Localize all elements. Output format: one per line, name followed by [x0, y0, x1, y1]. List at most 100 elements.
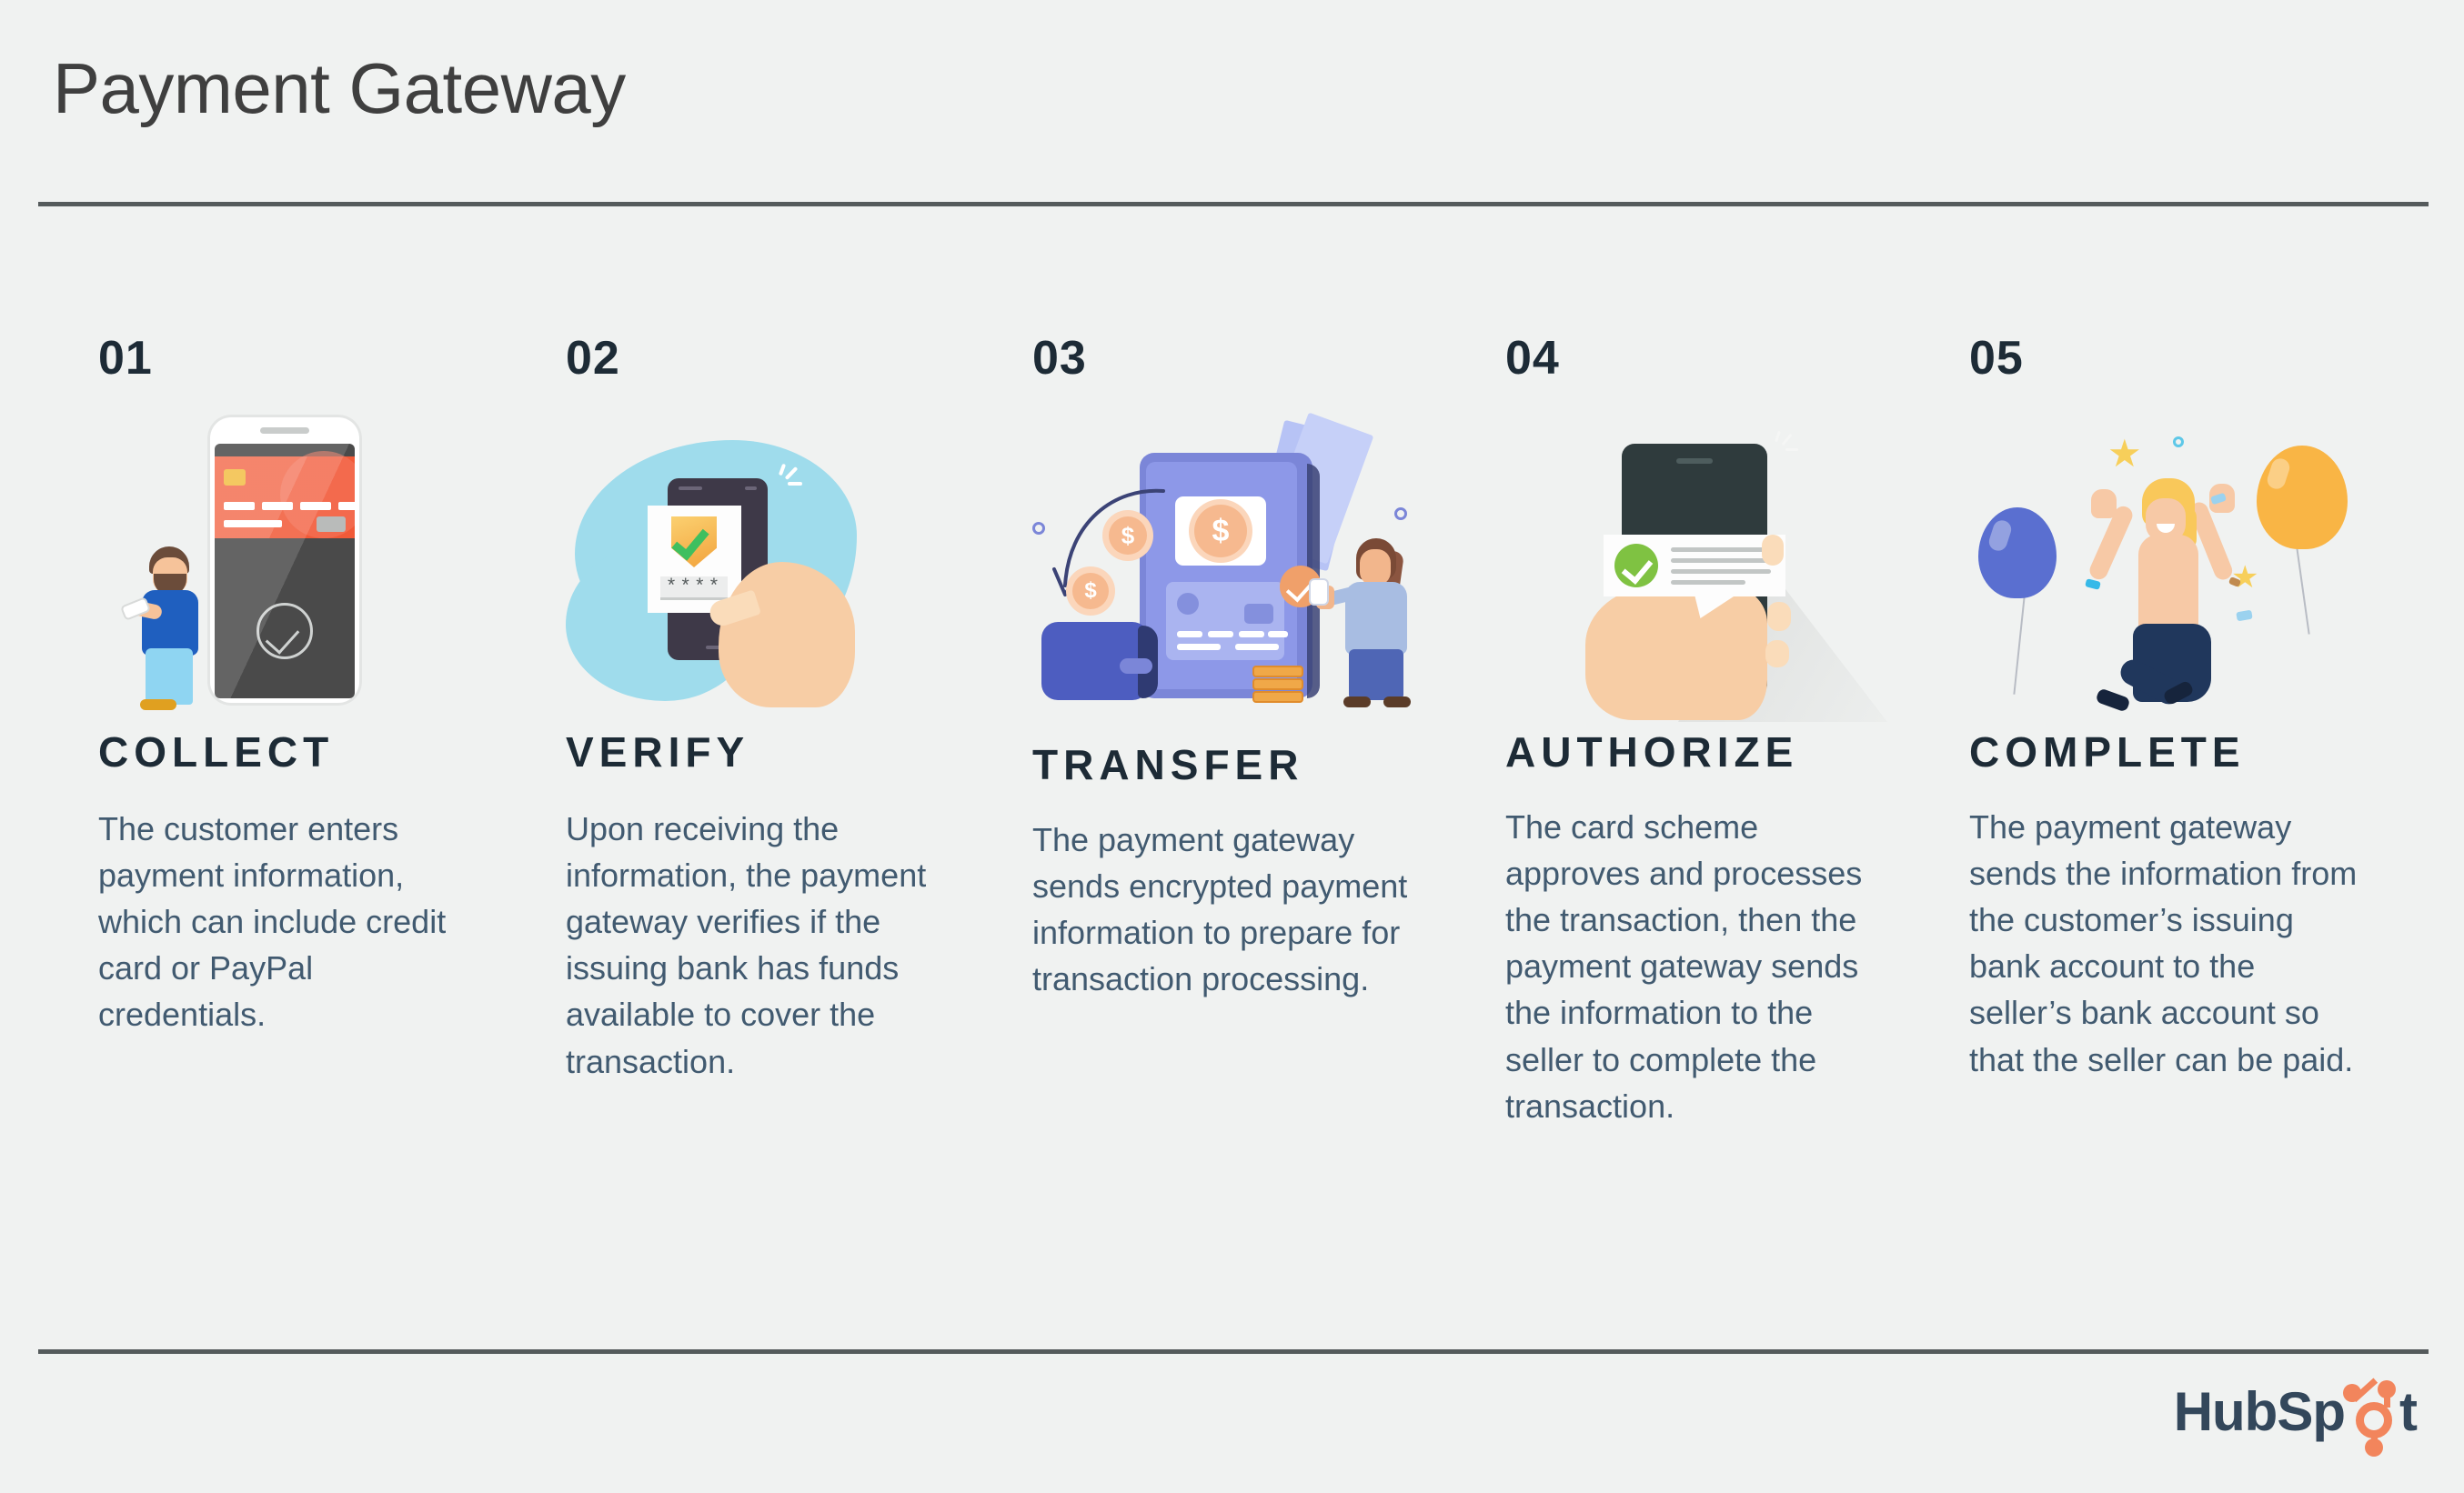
- card-logo-box: [317, 516, 346, 532]
- approved-check-icon: [1614, 544, 1658, 587]
- balloon-string: [2013, 596, 2026, 695]
- step-number: 03: [1032, 332, 1087, 385]
- verification-card: ****: [648, 506, 741, 613]
- credit-card-icon: [1166, 582, 1288, 660]
- sprocket-node: [2378, 1380, 2397, 1398]
- smartphone-top: [1622, 444, 1767, 547]
- credit-card-icon: [215, 451, 355, 538]
- sprocket-node: [2365, 1438, 2384, 1457]
- avatar-shoe: [140, 699, 176, 710]
- card-name-line: [1177, 644, 1221, 650]
- step-card-03: 03 $: [1032, 335, 1460, 1002]
- hubspot-wordmark-part2: t: [2399, 1381, 2418, 1442]
- screen-gloss-overlay: [215, 444, 355, 698]
- sprocket-spoke: [2384, 1389, 2391, 1408]
- text-line: [1671, 558, 1771, 563]
- sparkle-icon: [1775, 430, 1802, 455]
- illustration-phone-credit-card-person: [98, 406, 489, 715]
- dollar-coin-icon: $: [1109, 516, 1147, 555]
- dollar-coin-icon: $: [1072, 573, 1109, 609]
- phone-camera: [745, 486, 757, 490]
- sprocket-node: [2343, 1384, 2362, 1402]
- avatar-smile: [2157, 524, 2175, 533]
- text-line: [1671, 580, 1745, 585]
- transfer-arrow-icon: [1052, 488, 1165, 596]
- text-line: [1671, 569, 1771, 574]
- seller-avatar: [1311, 538, 1425, 707]
- finger: [1762, 535, 1784, 566]
- balloon-highlight: [1986, 517, 2014, 554]
- phone-screen: [215, 444, 355, 698]
- illustration-atm-coins-wallet-woman: $: [1032, 406, 1423, 715]
- card-number-group: [224, 502, 255, 510]
- decorative-circle: [1394, 507, 1407, 520]
- step-heading: COMPLETE: [1969, 728, 2246, 776]
- card-chip-icon: [1177, 593, 1199, 615]
- smartphone-icon: [207, 415, 362, 706]
- balloon-highlight: [2265, 456, 2292, 492]
- finger: [1767, 602, 1791, 631]
- illustration-celebrating-person-balloons: ★ ★: [1969, 406, 2360, 715]
- avatar-shoe: [1343, 696, 1371, 707]
- coin-symbol: $: [1212, 513, 1230, 548]
- balloon-icon-blue: [1978, 507, 2057, 598]
- step-heading: AUTHORIZE: [1505, 728, 1799, 776]
- avatar-head: [1360, 549, 1391, 586]
- avatar-legs: [146, 648, 193, 705]
- coin-stack-icon: [1252, 666, 1303, 704]
- card-number-group: [1177, 631, 1202, 637]
- dollar-coin-icon: $: [1194, 505, 1247, 557]
- decorative-circle: [1032, 522, 1045, 535]
- celebrating-avatar: [2086, 478, 2258, 715]
- terminal-screen: $: [1146, 462, 1297, 689]
- card-number-group: [1268, 631, 1288, 637]
- sparkle-icon: [777, 463, 808, 491]
- card-chip-icon: [224, 469, 246, 486]
- wallet-icon: [1041, 622, 1158, 700]
- step-heading: COLLECT: [98, 728, 335, 776]
- avatar-shirt: [142, 590, 198, 656]
- avatar-hand: [2091, 489, 2117, 518]
- avatar-phone-icon: [1311, 580, 1327, 604]
- hubspot-sprocket-icon: [2341, 1378, 2405, 1457]
- illustration-hand-phone-approved-notification: [1505, 406, 1896, 722]
- step-body-text: The customer enters payment information,…: [98, 810, 447, 1034]
- finger: [1765, 640, 1789, 667]
- top-divider: [38, 202, 2429, 206]
- step-card-05: 05: [1969, 335, 2397, 1083]
- star-icon: ★: [2107, 432, 2142, 475]
- card-number-group: [262, 502, 293, 510]
- card-gloss-overlay: [215, 456, 355, 538]
- step-number: 04: [1505, 332, 1560, 385]
- text-line: [1671, 547, 1771, 552]
- check-circle-icon: [256, 603, 313, 659]
- phone-speaker: [260, 427, 309, 434]
- avatar-torso: [2138, 535, 2198, 635]
- decorative-circle: [2173, 436, 2184, 447]
- step-heading: VERIFY: [566, 728, 750, 776]
- step-card-04: 04: [1505, 335, 1933, 1129]
- hand-illustration: [719, 562, 855, 707]
- step-number: 05: [1969, 332, 2024, 385]
- step-body-text: The payment gateway sends encrypted paym…: [1032, 821, 1408, 998]
- card-number-group: [300, 502, 331, 510]
- star-icon: ★: [2231, 560, 2259, 595]
- step-body-text: The payment gateway sends the informatio…: [1969, 808, 2358, 1078]
- avatar-shoe: [1383, 696, 1411, 707]
- balloon-string: [2296, 547, 2310, 635]
- avatar-legs: [1349, 649, 1403, 700]
- step-card-01: 01: [98, 335, 526, 1038]
- avatar-shoe: [2095, 687, 2131, 713]
- notification-bubble: [1604, 535, 1785, 596]
- hubspot-wordmark-part1: HubSp: [2173, 1381, 2346, 1442]
- phone-speaker: [1676, 458, 1713, 464]
- step-body-text: The card scheme approves and processes t…: [1505, 808, 1863, 1125]
- coin-panel: $: [1175, 496, 1266, 566]
- card-number-group: [338, 502, 355, 510]
- bottom-divider: [38, 1349, 2429, 1354]
- step-heading: TRANSFER: [1032, 741, 1304, 788]
- card-number-group: [1239, 631, 1264, 637]
- password-field[interactable]: ****: [660, 576, 728, 600]
